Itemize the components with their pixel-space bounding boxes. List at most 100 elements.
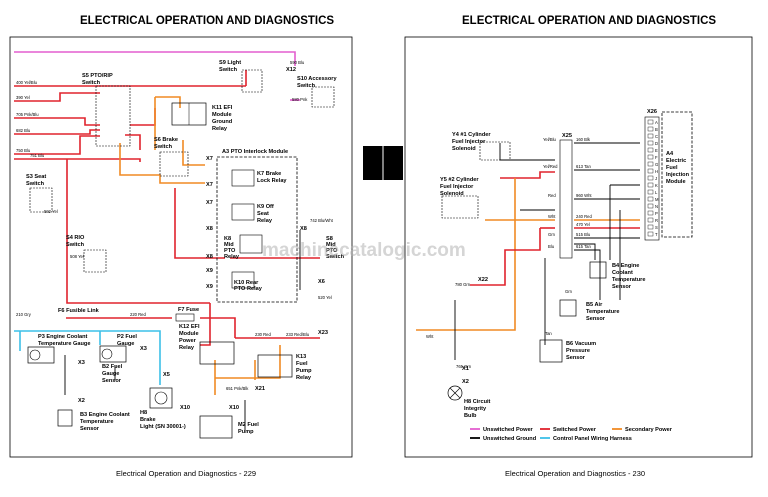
svg-text:Sensor: Sensor: [612, 284, 632, 290]
svg-text:Temperature: Temperature: [586, 309, 619, 315]
left-wires: [14, 51, 320, 430]
svg-text:Fuel Injector: Fuel Injector: [440, 184, 474, 190]
watermark: machinecatalogic.com: [262, 240, 466, 261]
x26-pin-socket: [647, 119, 654, 125]
svg-text:Relay: Relay: [212, 126, 228, 132]
h8-circuit-integrity-bulb: H8 Circuit Integrity Bulb: [447, 385, 491, 419]
svg-text:Fuel: Fuel: [666, 165, 678, 171]
svg-text:Pump: Pump: [238, 429, 254, 435]
legend-label: Unswitched Power: [483, 427, 534, 433]
s8-mid-pto-switch: S8 Mid PTO Switch: [326, 236, 345, 260]
x26-pin-socket: [647, 175, 654, 181]
svg-text:F7 Fuse: F7 Fuse: [178, 307, 199, 313]
s10-accessory-switch: S10 Accessory Switch: [297, 76, 337, 108]
svg-text:A3 PTO Interlock Module: A3 PTO Interlock Module: [222, 149, 288, 155]
x26-pin-label: R: [655, 218, 658, 223]
p2-fuel-gauge: P2 Fuel Gauge: [99, 334, 137, 363]
svg-text:613 Tan: 613 Tan: [576, 164, 591, 169]
svg-text:X7: X7: [206, 200, 213, 206]
svg-text:B3 Engine Coolant: B3 Engine Coolant: [80, 412, 130, 418]
svg-text:X7: X7: [206, 156, 213, 162]
x26-pin-label: S: [655, 225, 658, 230]
svg-text:Relay: Relay: [179, 345, 195, 351]
x21-x23-connectors: X21 X23 X10 X10: [180, 330, 328, 411]
legend-label: Secondary Power: [625, 427, 673, 433]
x26-pin-label: T: [655, 232, 658, 237]
s6-brake-switch: S6 Brake Switch: [154, 137, 189, 177]
svg-text:X6: X6: [318, 279, 325, 285]
svg-text:S3 Seat: S3 Seat: [26, 174, 46, 180]
svg-text:X12: X12: [286, 67, 296, 73]
x26-pin-socket: [647, 210, 654, 216]
x26-pin-socket: [647, 203, 654, 209]
x26-pin-socket: [647, 140, 654, 146]
s4-rio-switch: S4 RIO Switch: [66, 235, 107, 273]
x25-connector: X25: [559, 133, 573, 259]
right-wires: [416, 142, 640, 360]
svg-text:PTO: PTO: [326, 248, 338, 254]
svg-text:Y5 #2 Cylinder: Y5 #2 Cylinder: [440, 177, 479, 183]
x26-pin-label: A: [655, 120, 658, 125]
a3-pto-interlock-module: A3 PTO Interlock Module K7 Brake Lock Re…: [216, 149, 298, 303]
s3-seat-switch: S3 Seat Switch: [26, 174, 53, 213]
svg-text:400 Yel/Blu: 400 Yel/Blu: [16, 80, 38, 85]
x12-connector: X12: [286, 67, 296, 73]
k13-fuel-pump-relay: K13 Fuel Pump Relay: [257, 354, 312, 381]
svg-text:S5 PTO/RIP: S5 PTO/RIP: [82, 73, 113, 79]
svg-text:220 Red: 220 Red: [130, 312, 147, 317]
s5-pto-rip-switch: S5 PTO/RIP Switch: [82, 73, 131, 147]
x26-pin-label: P: [655, 211, 658, 216]
svg-text:X9: X9: [206, 268, 213, 274]
svg-text:X5: X5: [163, 372, 170, 378]
svg-text:Injection: Injection: [666, 172, 690, 178]
svg-text:M2 Fuel: M2 Fuel: [238, 422, 259, 428]
svg-text:Switch: Switch: [66, 242, 85, 248]
svg-text:X23: X23: [318, 330, 328, 336]
x26-pin-label: K: [655, 183, 658, 188]
svg-text:765 Grn: 765 Grn: [456, 364, 472, 369]
svg-text:Coolant: Coolant: [612, 270, 633, 276]
svg-text:P2 Fuel: P2 Fuel: [117, 334, 137, 340]
svg-text:B5 Air: B5 Air: [586, 302, 603, 308]
svg-text:Red: Red: [548, 193, 556, 198]
svg-text:Fuel Injector: Fuel Injector: [452, 139, 486, 145]
svg-text:592 Yel: 592 Yel: [44, 209, 58, 214]
svg-text:S10 Accessory: S10 Accessory: [297, 76, 337, 82]
svg-text:Light (SN 30001-): Light (SN 30001-): [140, 424, 186, 430]
right-page-header: ELECTRICAL OPERATION AND DIAGNOSTICS: [462, 15, 716, 27]
b6-vacuum-pressure-sensor: B6 Vacuum Pressure Sensor: [539, 339, 596, 363]
left-page-footer: Electrical Operation and Diagnostics - 2…: [116, 469, 256, 478]
x26-pin-socket: [647, 224, 654, 230]
svg-text:X22: X22: [478, 277, 488, 283]
svg-text:Sensor: Sensor: [586, 316, 606, 322]
svg-text:X10: X10: [229, 405, 239, 411]
svg-text:Switch: Switch: [26, 181, 45, 187]
svg-text:233 Red/Blu: 233 Red/Blu: [286, 332, 310, 337]
svg-text:S4 RIO: S4 RIO: [66, 235, 85, 241]
svg-text:742 Blu/Wht: 742 Blu/Wht: [310, 218, 334, 223]
svg-text:Grn: Grn: [565, 289, 573, 294]
svg-text:Electric: Electric: [666, 158, 686, 164]
svg-text:K7 Brake: K7 Brake: [257, 171, 281, 177]
svg-text:390 Yel: 390 Yel: [16, 95, 30, 100]
x26-pin-socket: [647, 154, 654, 160]
y4-cylinder1-injector: Y4 #1 Cylinder Fuel Injector Solenoid: [452, 132, 511, 161]
b2-fuel-gauge-sensor: B2 Fuel Gauge Sensor: [102, 364, 123, 384]
svg-text:Blu: Blu: [548, 244, 555, 249]
svg-text:Integrity: Integrity: [464, 406, 487, 412]
x26-pin-label: B: [655, 127, 658, 132]
svg-text:240 Red: 240 Red: [576, 214, 593, 219]
svg-text:PTO: PTO: [224, 248, 236, 254]
x26-pin-socket: [647, 126, 654, 132]
svg-text:750 Blu: 750 Blu: [16, 148, 31, 153]
k12-efi-power-relay: K12 EFI Module Power Relay: [179, 324, 235, 365]
svg-text:B6 Vacuum: B6 Vacuum: [566, 341, 596, 347]
svg-text:515 Blu: 515 Blu: [576, 232, 591, 237]
x26-pin-socket: [647, 133, 654, 139]
x26-pin-label: F: [655, 155, 658, 160]
svg-text:Temperature: Temperature: [612, 277, 645, 283]
m2-fuel-pump: M2 Fuel Pump: [199, 415, 259, 439]
